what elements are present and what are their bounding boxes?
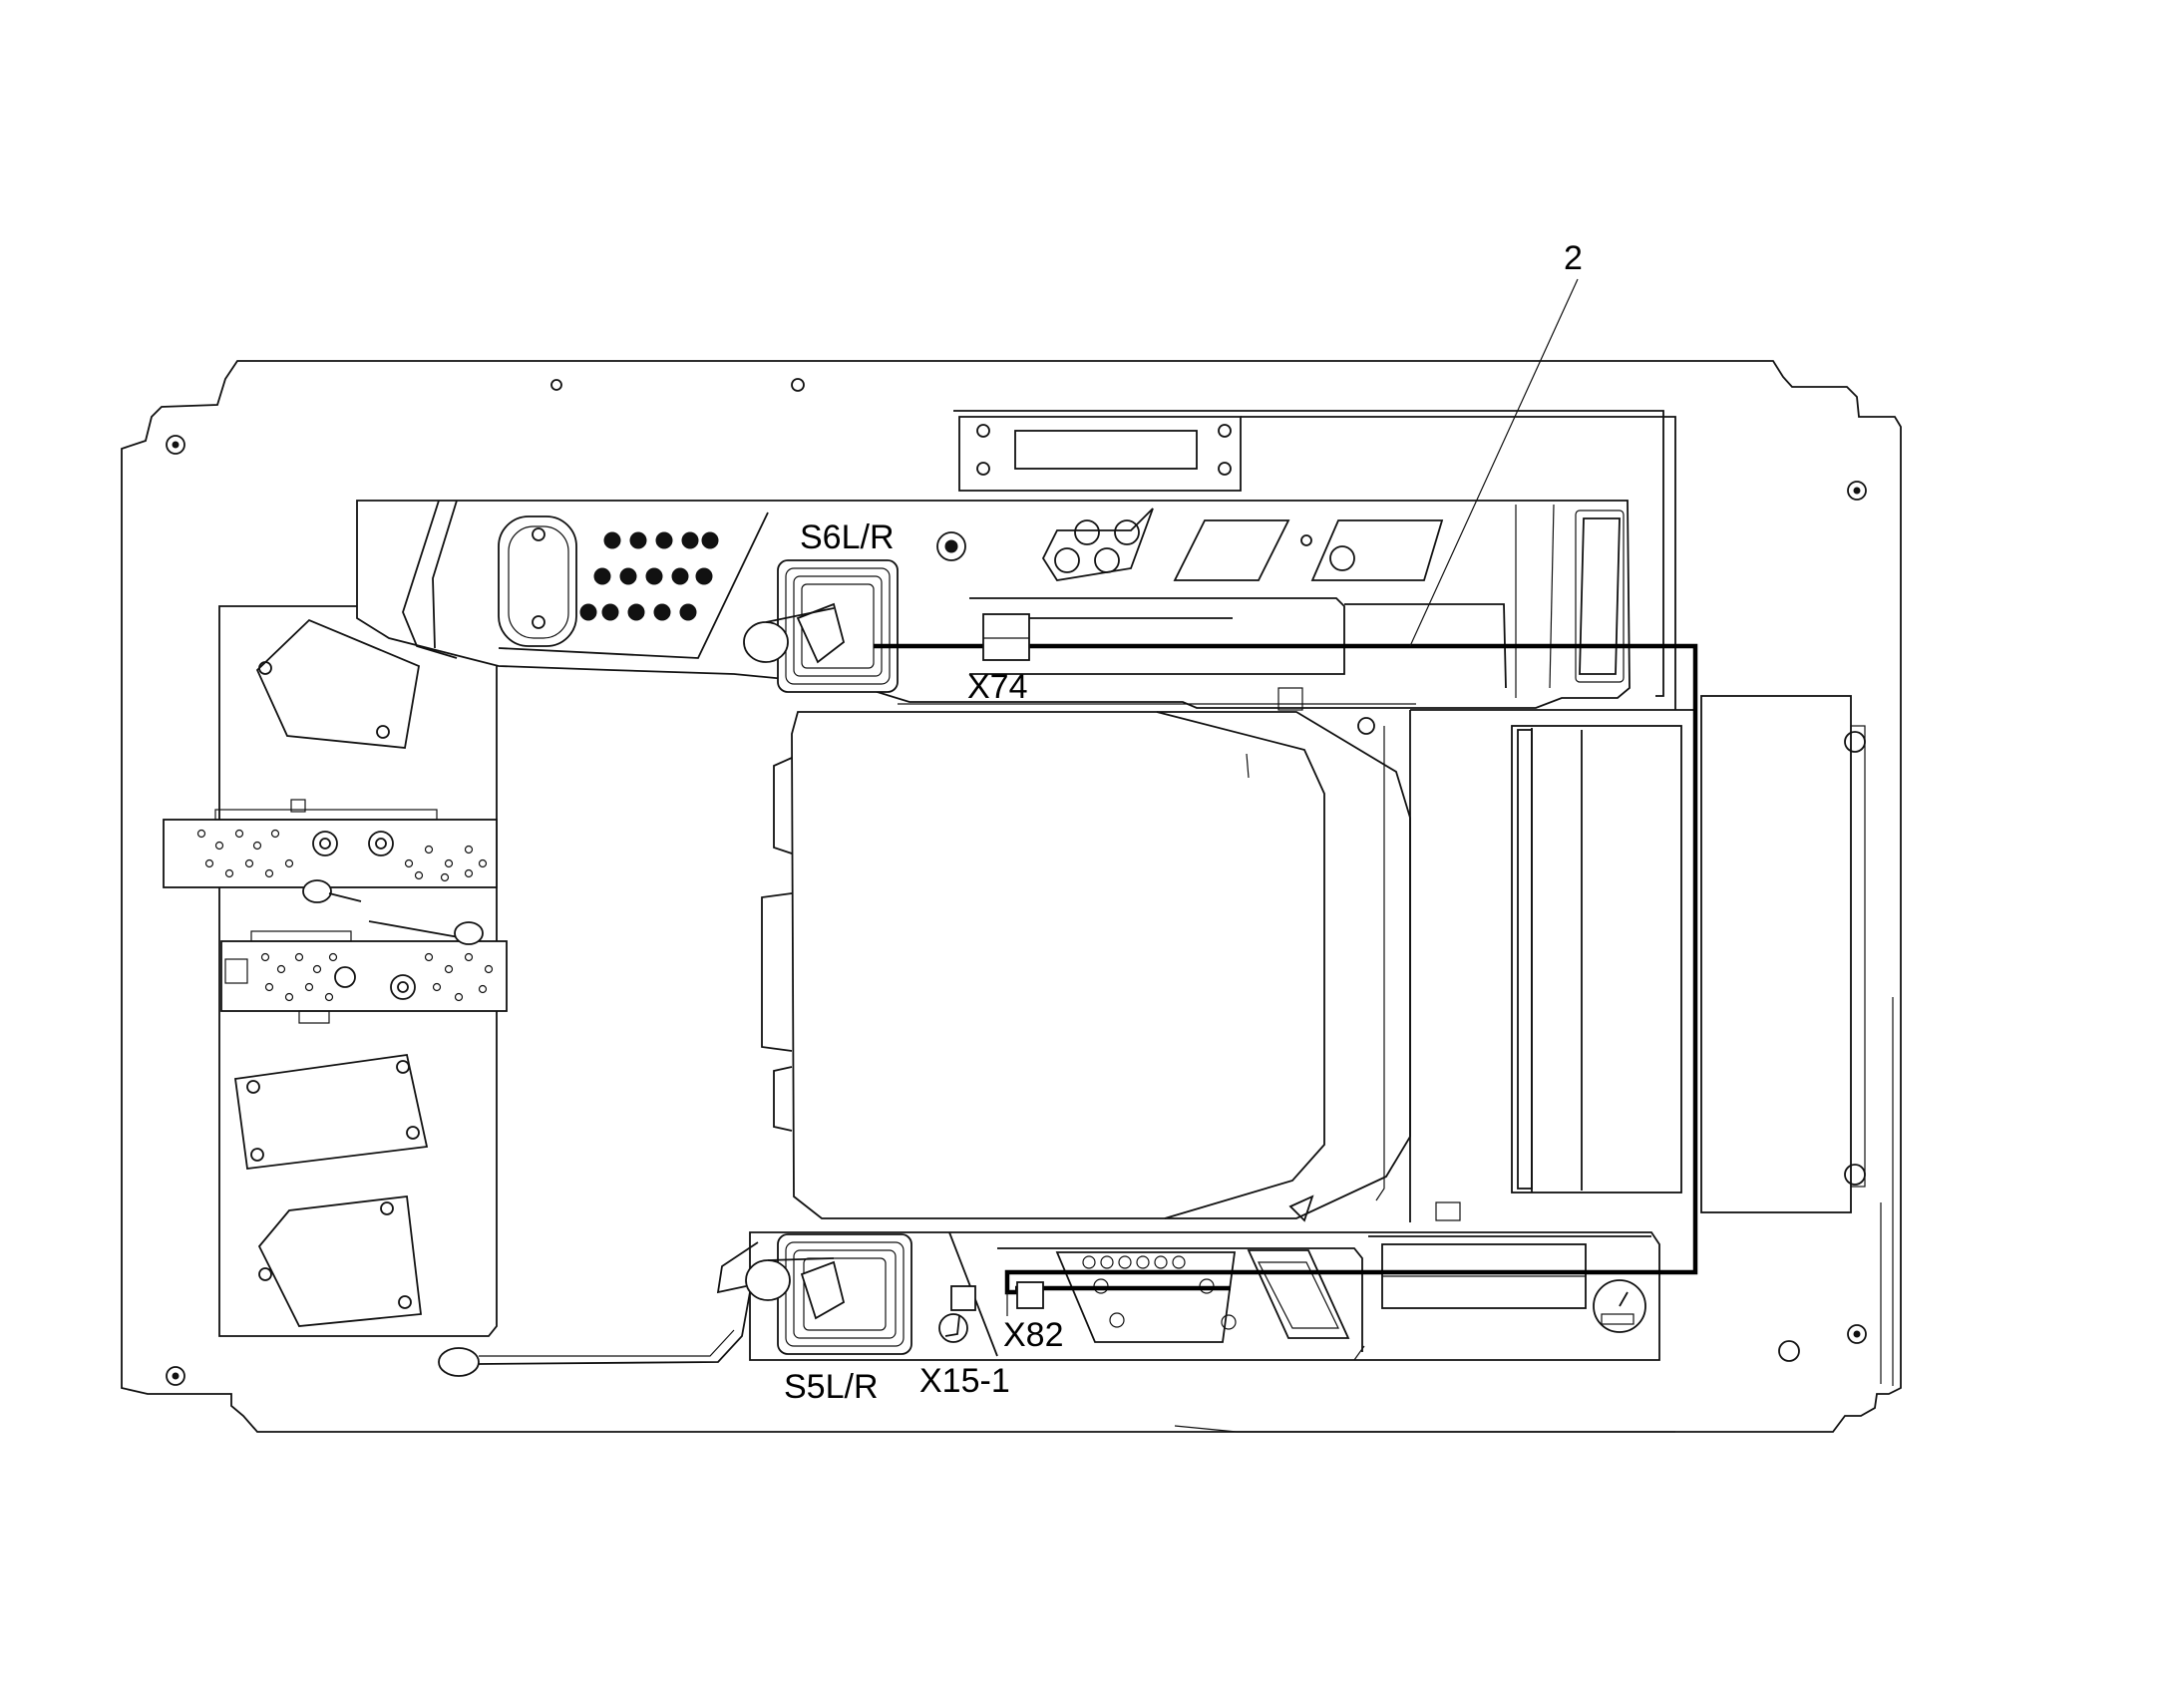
connector-x15-1 (938, 1285, 976, 1343)
wire-harness-2 (874, 613, 1698, 1316)
label-x15-1: X15-1 (919, 1362, 1010, 1400)
label-x82: X82 (1003, 1316, 1064, 1354)
callout-2: 2 (1564, 239, 1583, 277)
connector-x82 (1016, 1281, 1044, 1309)
joystick-s5 (716, 1233, 912, 1355)
throttle-cable (438, 1291, 751, 1377)
joystick-s6 (743, 559, 899, 693)
label-s5: S5L/R (784, 1368, 879, 1406)
display-bracket (953, 410, 1676, 710)
lower-left-plate (257, 1196, 423, 1327)
right-control-console (356, 500, 1631, 709)
upper-pedal (163, 799, 498, 903)
leader-line-2 (1409, 278, 1579, 647)
label-s6: S6L/R (800, 518, 895, 556)
upper-left-plate (255, 618, 421, 749)
plate-holes (166, 378, 1867, 1386)
lower-pedal (220, 920, 508, 1024)
base-plate-inner-edge (1174, 1425, 1675, 1433)
middle-left-plate (233, 1053, 429, 1171)
base-plate (121, 360, 1902, 1433)
switch-bank (579, 531, 719, 621)
right-frame (1288, 695, 1894, 1386)
label-x74: X74 (967, 668, 1028, 706)
operator-seat (761, 687, 1416, 1219)
connector-x74 (982, 613, 1030, 661)
